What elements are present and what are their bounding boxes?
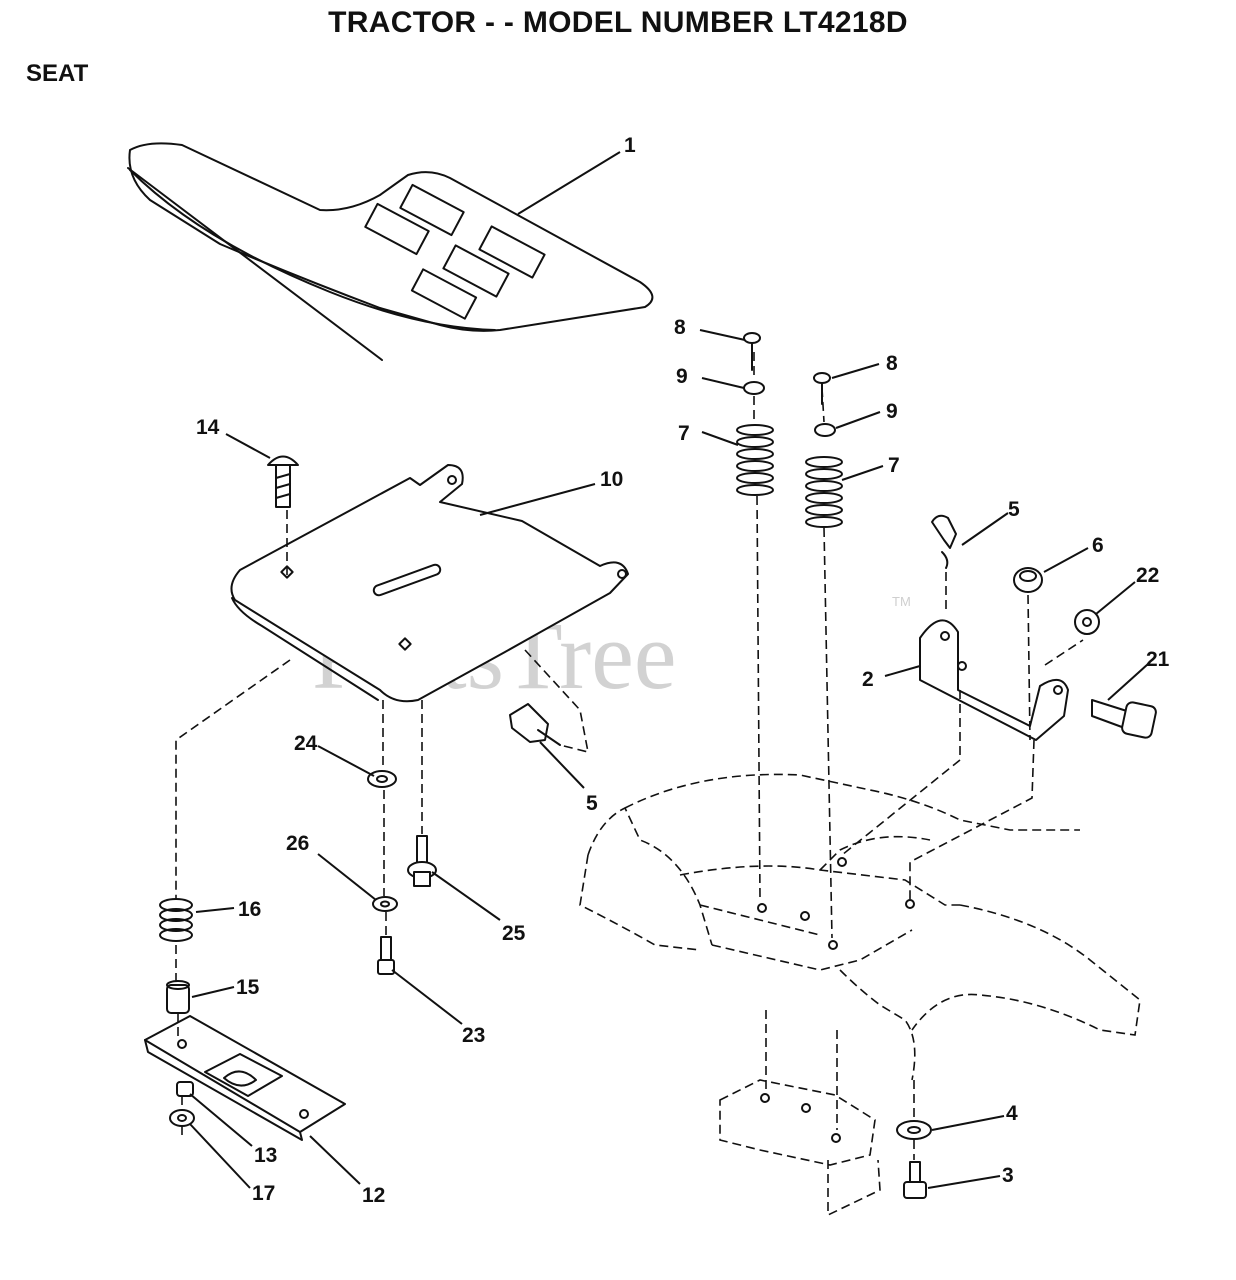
callout-10: 10 [600,468,623,491]
callout-4: 4 [1006,1102,1018,1125]
spring-16[interactable] [159,898,193,942]
callout-23: 23 [462,1024,485,1047]
bracket-12[interactable] [144,1015,346,1141]
nut-22[interactable] [1074,609,1100,635]
shoulder-bolt-25[interactable] [407,835,437,887]
callout-21: 21 [1146,648,1170,671]
callout-13: 13 [254,1144,277,1167]
washer-17[interactable] [169,1109,195,1127]
callout-5-lower: 5 [586,792,598,815]
callout-labels: 1 10 14 8 9 7 8 9 7 5 6 22 21 2 5 24 26 … [196,134,1170,1207]
callout-24: 24 [294,732,318,755]
callout-3: 3 [1002,1164,1014,1187]
bracket-2[interactable] [919,619,1069,741]
callout-25: 25 [502,922,526,945]
callout-12: 12 [362,1184,385,1207]
nut-13[interactable] [176,1081,194,1097]
bolt-21[interactable] [1091,699,1157,739]
callout-7-right: 7 [888,454,900,477]
lockwasher-26[interactable] [372,896,398,912]
callout-7-left: 7 [678,422,690,445]
callout-5-upper: 5 [1008,498,1020,521]
bolt-23[interactable] [377,936,395,975]
section-label: SEAT [26,60,89,87]
callout-8-left: 8 [674,316,686,339]
callout-9-left: 9 [676,365,688,388]
carriage-bolt-14[interactable] [267,455,299,508]
spring-7-left[interactable] [736,424,774,496]
callout-1: 1 [624,134,636,157]
callout-15: 15 [236,976,260,999]
bolt-8-left[interactable] [743,332,761,371]
watermark-trademark: TM [892,594,911,609]
leader-lines [189,151,1149,1189]
washer-9-left[interactable] [743,381,765,395]
clip-5-upper[interactable] [931,514,957,569]
callout-8-right: 8 [886,352,898,375]
seat-part[interactable] [127,142,654,361]
callout-16: 16 [238,898,261,921]
page-title: TRACTOR - - MODEL NUMBER LT4218D [328,6,908,39]
callout-14: 14 [196,416,220,439]
spring-7-right[interactable] [805,456,843,528]
callout-22: 22 [1136,564,1159,587]
washer-9-right[interactable] [814,423,836,437]
clip-5-lower[interactable] [509,703,561,746]
nut-6[interactable] [1013,567,1043,593]
bolt-3[interactable] [903,1161,927,1199]
callout-17: 17 [252,1182,275,1205]
fender-outline [579,773,1141,1217]
callout-2: 2 [862,668,874,691]
bushing-15[interactable] [166,980,190,1014]
washer-4[interactable] [896,1120,932,1140]
callout-9-right: 9 [886,400,898,423]
callout-26: 26 [286,832,309,855]
assembly-lines [175,352,1084,1160]
callout-6: 6 [1092,534,1104,557]
washer-24[interactable] [367,770,397,788]
